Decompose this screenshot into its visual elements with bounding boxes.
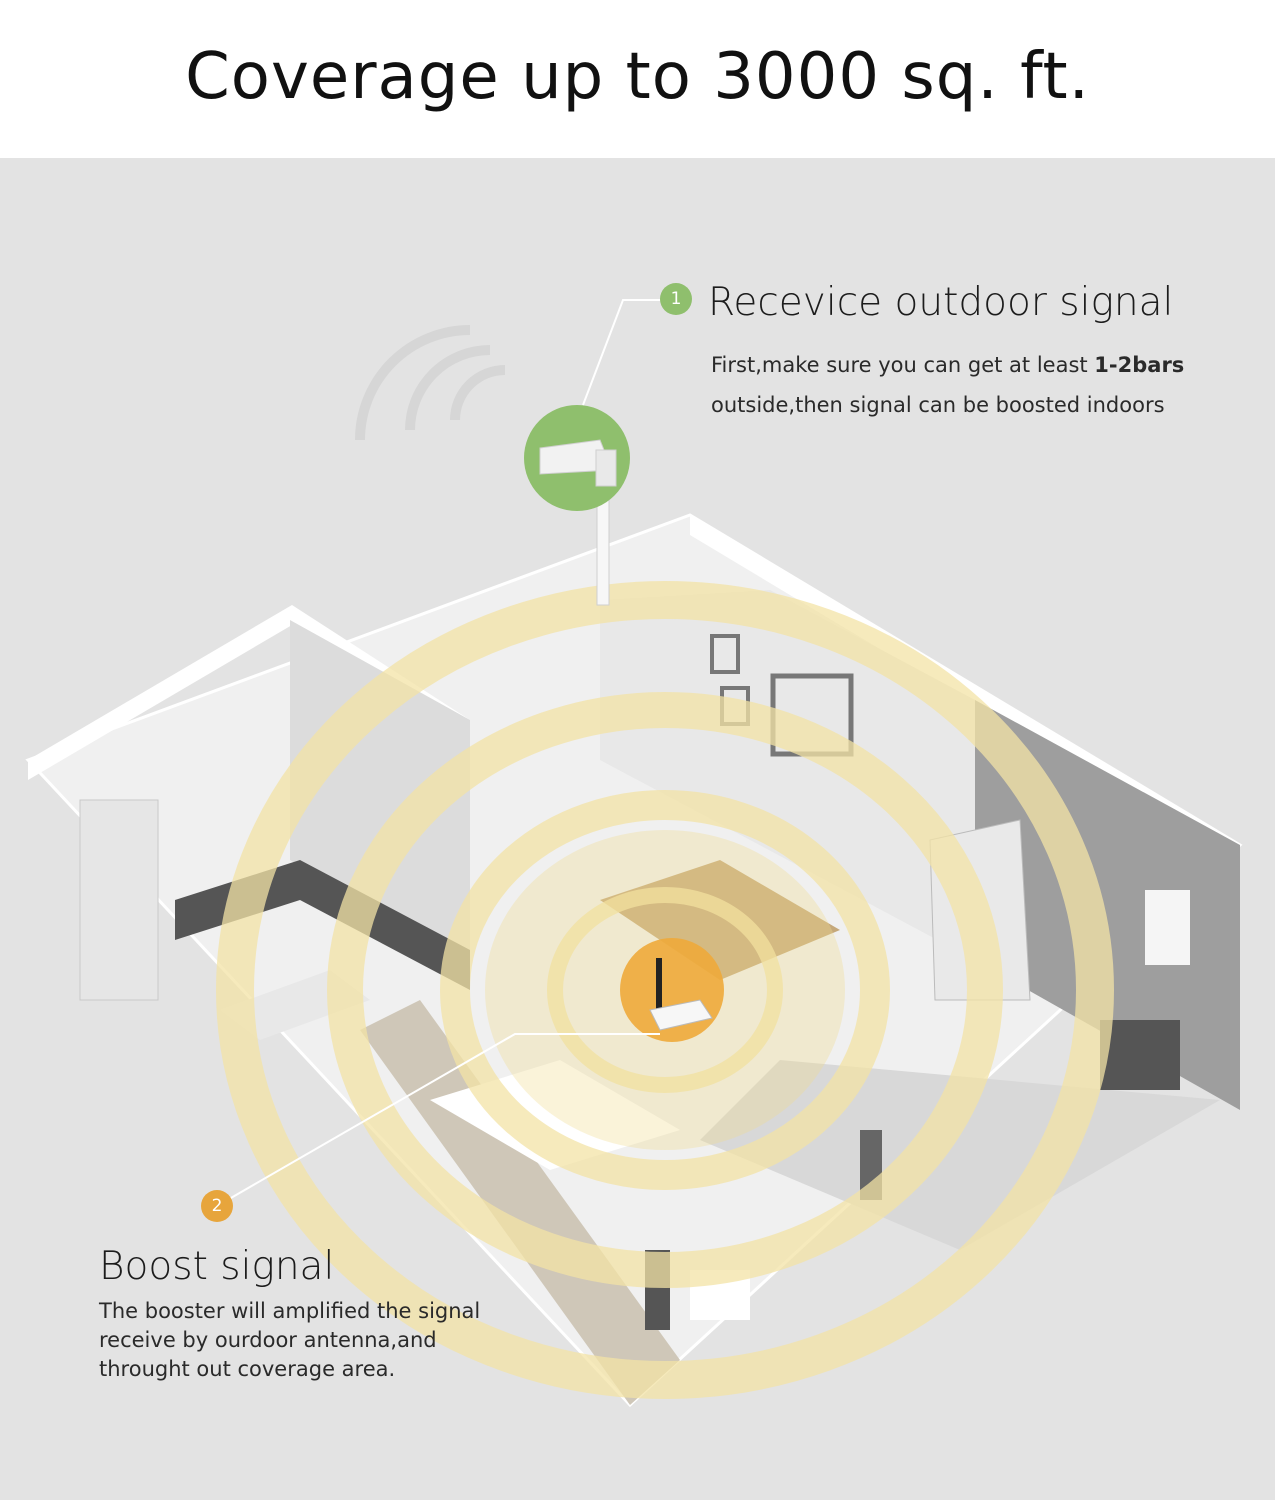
step-1-desc-text: First,make sure you can get at least [711,353,1095,377]
indoor-signal-rings [216,581,1114,1399]
step-1-badge: 1 [660,283,692,315]
step-2-badge: 2 [201,1190,233,1222]
step-2-description: The booster will amplified the signal re… [99,1297,559,1384]
step-2-desc-line: The booster will amplified the signal [99,1299,481,1323]
page-title: Coverage up to 3000 sq. ft. [185,40,1090,114]
step-1-title: Recevice outdoor signal [708,280,1174,325]
outdoor-signal-arcs [355,325,506,441]
step-1-desc-text-2: outside,then signal can be boosted indoo… [711,393,1165,417]
coverage-scene [0,158,1275,1500]
title-band: Coverage up to 3000 sq. ft. [0,0,1275,158]
step-2-desc-line: throught out coverage area. [99,1357,396,1381]
step-2-desc-line: receive by ourdoor antenna,and [99,1328,437,1352]
step-1-desc-bars: 1-2bars [1094,353,1185,377]
step-1-description: First,make sure you can get at least 1-2… [711,345,1184,425]
signal-booster-icon [620,938,724,1042]
leader-lines [216,299,660,1207]
yagi-antenna-icon [524,405,630,606]
step-2-title: Boost signal [99,1244,335,1289]
house-illustration [25,299,1243,1408]
